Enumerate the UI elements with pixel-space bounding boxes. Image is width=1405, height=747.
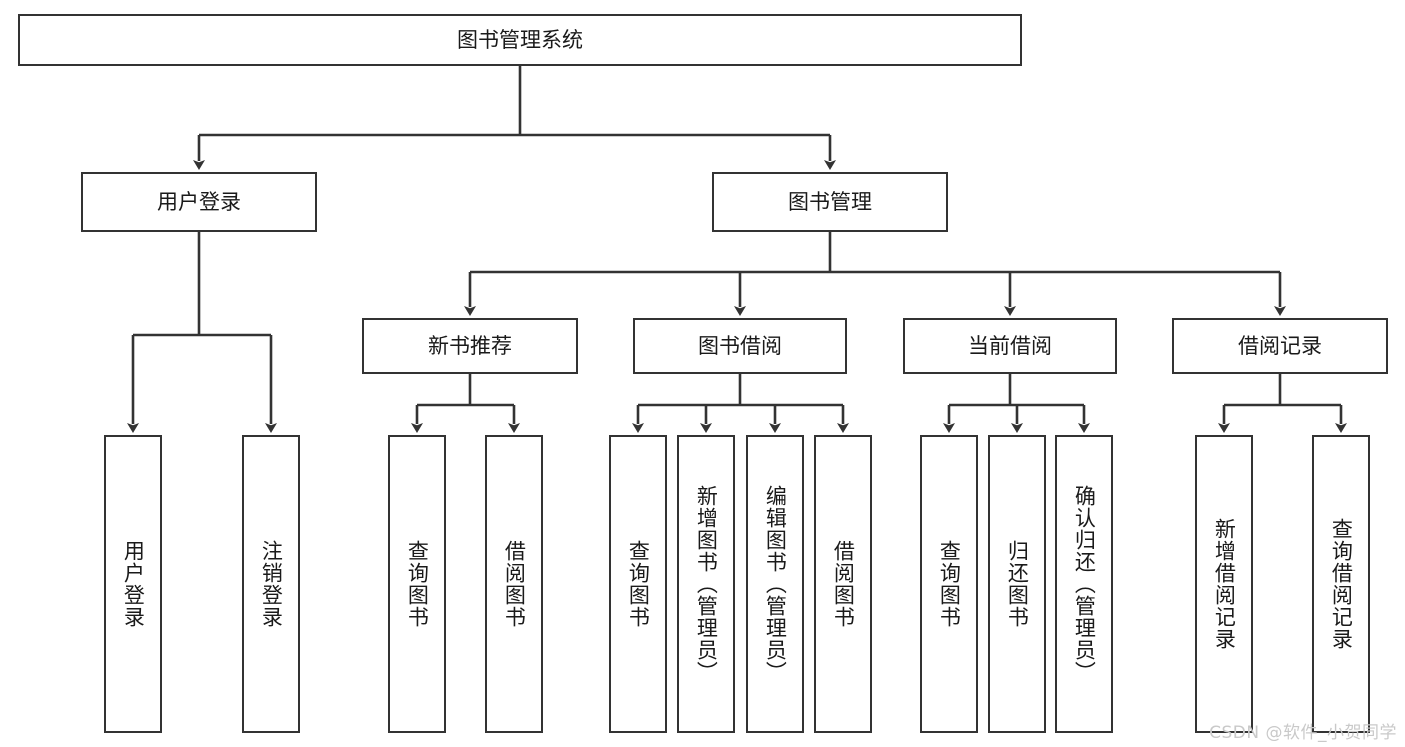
node-root-label: 图书管理系统 (457, 27, 583, 52)
node-leaf-add-borrow-record[interactable]: 新增借阅记录 (1195, 435, 1253, 733)
node-book-management[interactable]: 图书管理 (712, 172, 948, 232)
node-leaf-confirm-return-admin[interactable]: 确认归还（管理员） (1055, 435, 1113, 733)
node-leaf-borrow-book-recommend[interactable]: 借阅图书 (485, 435, 543, 733)
node-leaf-user-login-label: 用户登录 (121, 540, 146, 628)
node-user-login[interactable]: 用户登录 (81, 172, 317, 232)
node-leaf-query-book-recommend[interactable]: 查询图书 (388, 435, 446, 733)
node-leaf-confirm-return-admin-label: 确认归还（管理员） (1072, 485, 1097, 683)
node-leaf-borrow-book-recommend-label: 借阅图书 (502, 540, 527, 628)
node-leaf-query-book-borrow[interactable]: 查询图书 (609, 435, 667, 733)
node-new-book-recommend[interactable]: 新书推荐 (362, 318, 578, 374)
node-leaf-logout[interactable]: 注销登录 (242, 435, 300, 733)
node-leaf-query-book-current-label: 查询图书 (937, 540, 962, 628)
node-leaf-query-book-recommend-label: 查询图书 (405, 540, 430, 628)
node-leaf-query-borrow-record-label: 查询借阅记录 (1329, 518, 1354, 650)
node-leaf-query-borrow-record[interactable]: 查询借阅记录 (1312, 435, 1370, 733)
node-leaf-edit-book-admin-label: 编辑图书（管理员） (763, 485, 788, 683)
node-user-login-label: 用户登录 (157, 189, 241, 214)
node-leaf-return-book-label: 归还图书 (1005, 540, 1030, 628)
node-borrow-record[interactable]: 借阅记录 (1172, 318, 1388, 374)
node-leaf-add-borrow-record-label: 新增借阅记录 (1212, 518, 1237, 650)
node-leaf-query-book-borrow-label: 查询图书 (626, 540, 651, 628)
node-leaf-add-book-admin-label: 新增图书（管理员） (694, 485, 719, 683)
node-root[interactable]: 图书管理系统 (18, 14, 1022, 66)
node-leaf-query-book-current[interactable]: 查询图书 (920, 435, 978, 733)
node-book-management-label: 图书管理 (788, 189, 872, 214)
node-leaf-borrow-book[interactable]: 借阅图书 (814, 435, 872, 733)
node-leaf-logout-label: 注销登录 (259, 540, 284, 628)
node-current-borrow-label: 当前借阅 (968, 333, 1052, 358)
node-leaf-add-book-admin[interactable]: 新增图书（管理员） (677, 435, 735, 733)
node-leaf-user-login[interactable]: 用户登录 (104, 435, 162, 733)
node-current-borrow[interactable]: 当前借阅 (903, 318, 1117, 374)
node-leaf-edit-book-admin[interactable]: 编辑图书（管理员） (746, 435, 804, 733)
node-borrow-record-label: 借阅记录 (1238, 333, 1322, 358)
node-book-borrow-label: 图书借阅 (698, 333, 782, 358)
node-book-borrow[interactable]: 图书借阅 (633, 318, 847, 374)
node-new-book-recommend-label: 新书推荐 (428, 333, 512, 358)
node-leaf-borrow-book-label: 借阅图书 (831, 540, 856, 628)
node-leaf-return-book[interactable]: 归还图书 (988, 435, 1046, 733)
connector-lines (127, 66, 1347, 433)
